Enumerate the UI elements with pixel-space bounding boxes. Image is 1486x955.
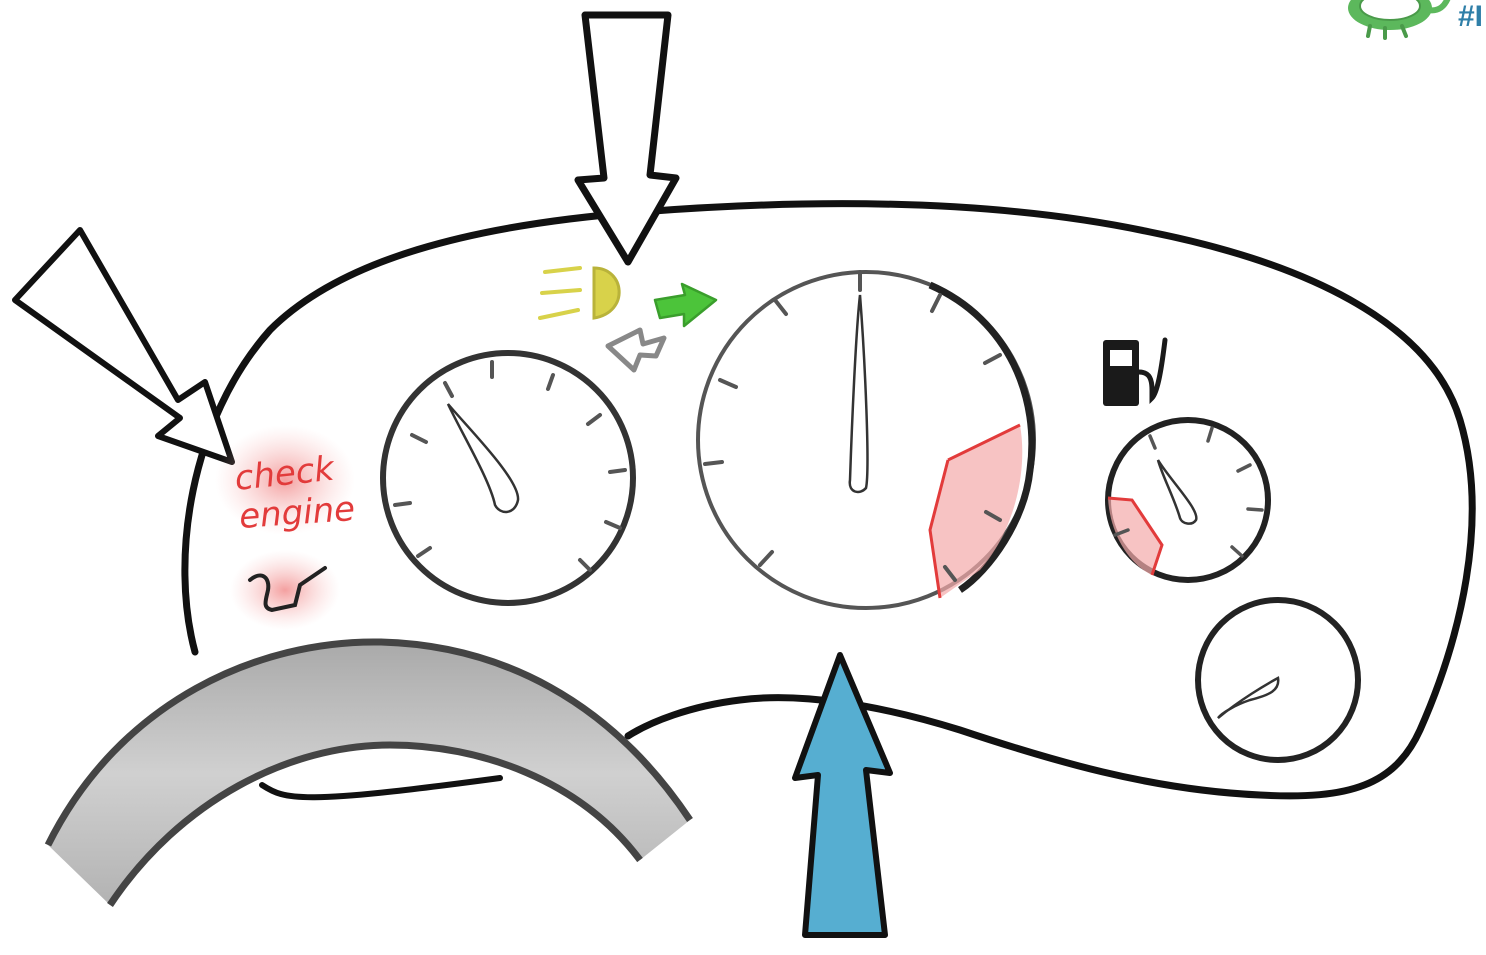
left-gauge-needle	[446, 403, 520, 514]
turn-signal-left-icon	[605, 327, 667, 373]
small-gauge	[1105, 417, 1271, 583]
dashboard-outline	[181, 200, 1476, 800]
speedometer-needle	[848, 294, 869, 494]
small-gauge-needle	[1156, 459, 1198, 525]
turn-signal-right-icon	[653, 282, 718, 328]
headlight-icon	[538, 266, 621, 320]
lower-right-gauge-needle	[1217, 676, 1280, 719]
left-gauge	[380, 350, 636, 606]
check-engine-glow	[215, 425, 355, 535]
speedometer	[696, 270, 1036, 610]
speedometer-redline	[930, 425, 1023, 598]
lower-right-gauge	[1195, 597, 1361, 763]
arrow-diagonal-outline	[12, 227, 235, 465]
oil-can-icon	[248, 566, 327, 613]
small-gauge-redline	[1108, 498, 1162, 575]
hashtag-label: #I	[1458, 0, 1484, 33]
arrow-up-blue	[792, 652, 893, 938]
oil-glow	[230, 550, 340, 630]
steering-wheel	[44, 638, 693, 907]
mascot-logo	[1348, 0, 1451, 40]
fuel-pump-icon	[1103, 337, 1168, 406]
check-engine-label-line2: engine	[238, 489, 356, 537]
arrow-down-outline	[574, 11, 680, 266]
